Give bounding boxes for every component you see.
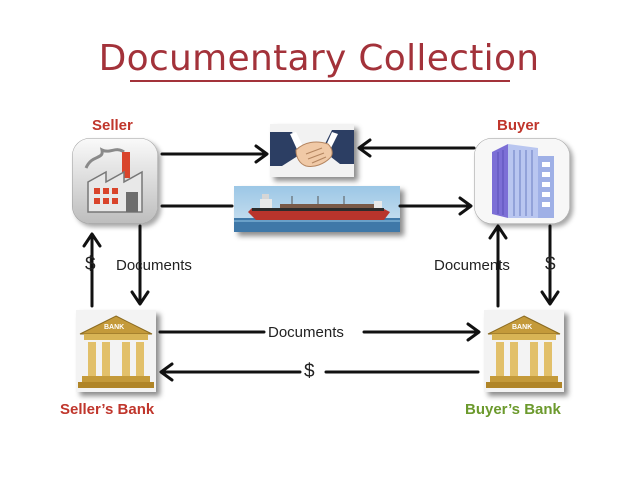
bank-sign-left: BANK [104,324,125,331]
bank-documents-label: Documents [268,324,344,341]
buyer-documents-label: Documents [434,257,510,274]
buyer-bank-label: Buyer’s Bank [465,401,561,418]
seller-label: Seller [92,117,133,134]
seller-bank-label: Seller’s Bank [60,401,155,418]
seller-documents-label: Documents [116,257,192,274]
seller-dollar-label: $ [85,254,96,275]
title-underline [130,80,510,82]
factory-icon [72,138,158,224]
ship-icon [234,186,400,232]
page-title: Documentary Collection [98,38,540,79]
handshake-icon [270,124,354,177]
bank-sign-right: BANK [512,324,533,331]
bank-dollar-label: $ [304,361,315,382]
bank-icon-buyer: BANK [484,310,564,392]
buyer-label: Buyer [497,117,540,134]
bank-icon: BANK [76,310,156,392]
office-building-icon [474,138,570,224]
buyer-dollar-label: $ [545,254,556,275]
